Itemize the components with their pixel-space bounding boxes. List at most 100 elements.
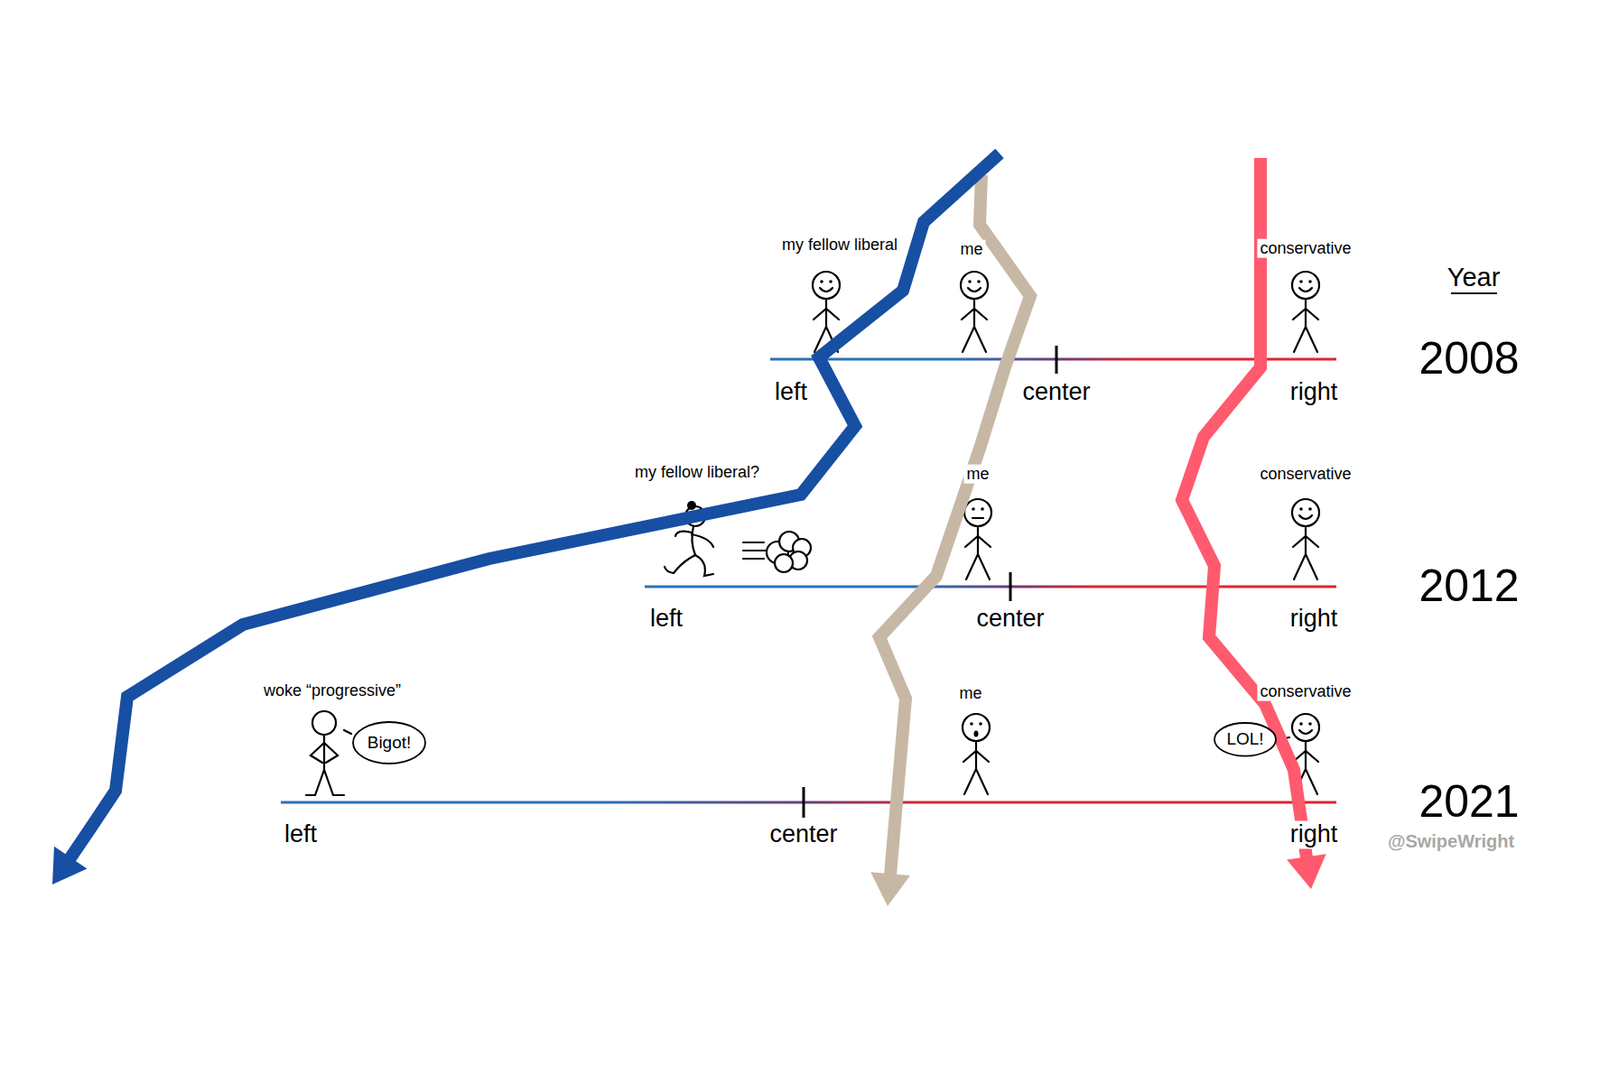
eye (1308, 507, 1312, 512)
figure-label: me (963, 465, 992, 484)
eye (1308, 279, 1312, 284)
arms (1293, 308, 1319, 320)
watermark: @SwipeWright (1385, 831, 1517, 853)
arms (961, 308, 987, 320)
head (812, 271, 840, 299)
me-figure (964, 499, 992, 580)
eye (828, 279, 833, 284)
body (825, 298, 828, 327)
body (1304, 298, 1307, 327)
axis-end-label: left (647, 604, 686, 633)
arms (1293, 536, 1319, 548)
axis-center-label: center (1019, 378, 1093, 407)
mouth (1299, 730, 1312, 735)
axis-heading: Year (1444, 262, 1504, 293)
eye (971, 507, 976, 512)
eye (1299, 279, 1303, 284)
bubble-ellipse (1214, 723, 1276, 757)
bubble-text: LOL! (1226, 729, 1264, 750)
me-figure (962, 714, 990, 795)
eye (1299, 722, 1303, 726)
axis-2021 (280, 787, 1337, 819)
head (1292, 714, 1320, 742)
body (975, 741, 977, 770)
year-underline (1451, 292, 1498, 295)
axis-end-label: right (1287, 604, 1341, 633)
arrow-shaft (68, 153, 1000, 862)
arms (965, 536, 991, 548)
axis-center-label: center (766, 820, 840, 849)
figure-label: my fellow liberal? (632, 463, 763, 483)
bubble-text: Bigot! (367, 733, 412, 754)
axis-end-label: right (1287, 820, 1341, 849)
axis-2012 (644, 572, 1337, 602)
head (964, 499, 992, 527)
eye (978, 722, 983, 726)
eye (976, 279, 981, 284)
head (1292, 499, 1320, 527)
me-trend-arrow (870, 175, 1031, 907)
figure-label: woke “progressive” (260, 681, 404, 701)
eye (1299, 507, 1303, 512)
figure-label: conservative (1256, 239, 1354, 259)
figure-label: conservative (1256, 465, 1354, 484)
bubble-tail (344, 730, 352, 735)
conservative-figure (1292, 271, 1320, 353)
body (973, 298, 976, 327)
axis-end-label: left (772, 378, 810, 407)
legs (966, 554, 990, 580)
woke-figure (306, 711, 352, 796)
legs (1293, 554, 1318, 580)
head (960, 271, 988, 299)
conservative-figure (1292, 499, 1320, 580)
arrow-head (1286, 854, 1327, 890)
axis-center-label: center (973, 604, 1047, 633)
eye (967, 279, 972, 284)
head (1292, 271, 1320, 299)
body (1304, 526, 1307, 555)
mouth (974, 731, 979, 738)
mouth (967, 288, 981, 292)
mouth (972, 517, 984, 520)
arms (1293, 751, 1319, 763)
axis-end-label: left (281, 820, 320, 849)
conservative-trend-arrow (1181, 158, 1327, 890)
body (1304, 741, 1307, 770)
figure-label: my fellow liberal (779, 235, 901, 255)
arrow-shaft (1181, 158, 1307, 861)
hair (687, 501, 697, 511)
liberal-trend-arrow (52, 153, 1000, 885)
speech-bubble: Bigot! (352, 721, 427, 765)
mouth (1299, 515, 1312, 520)
eye (819, 279, 824, 284)
figure-label: me (956, 684, 985, 704)
eye (980, 507, 985, 512)
arms (813, 308, 839, 320)
arrow-head (870, 872, 911, 907)
body (976, 526, 979, 555)
mouth (1299, 288, 1312, 292)
legs (964, 769, 988, 795)
year-label: 2021 (1415, 776, 1522, 829)
speech-bubble: LOL! (1213, 722, 1277, 758)
mouth (819, 288, 833, 292)
dust-puff (774, 554, 793, 573)
figure-label: me (957, 240, 986, 260)
arrow-head (52, 846, 87, 885)
axis-end-label: right (1287, 378, 1341, 407)
head (962, 714, 990, 742)
bubble-ellipse (353, 722, 426, 764)
legs (962, 326, 987, 353)
figure-label: conservative (1256, 682, 1354, 702)
eye (1308, 722, 1312, 726)
arms (963, 751, 989, 763)
me-figure (960, 271, 988, 353)
year-label: 2008 (1415, 333, 1522, 386)
eye (969, 722, 974, 726)
legs (1293, 326, 1318, 353)
year-label: 2012 (1415, 560, 1522, 614)
stick-figures (306, 271, 1320, 796)
trend-arrows (52, 153, 1327, 907)
